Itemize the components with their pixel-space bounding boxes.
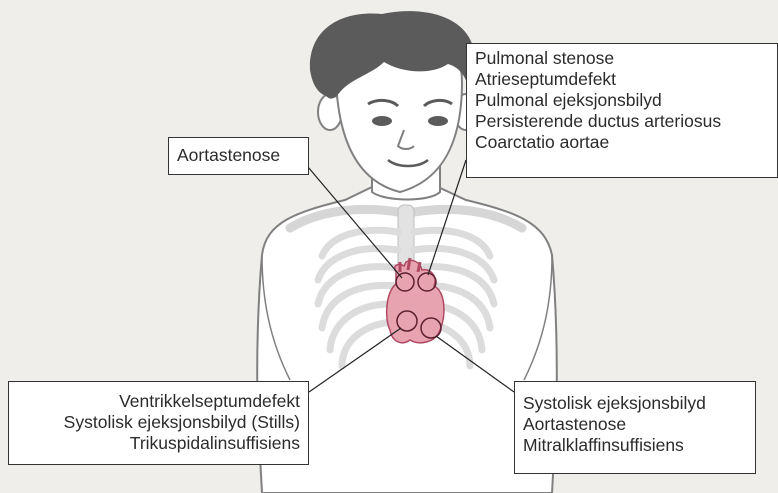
label-line: Pulmonal ejeksjonsbilyd — [475, 90, 769, 111]
label-box-pulmonal: Pulmonal stenose Atrieseptumdefekt Pulmo… — [466, 43, 778, 178]
label-line: Mitralklaffinsuffisiens — [523, 435, 747, 456]
right-eye — [428, 116, 448, 126]
label-box-aortastenose: Aortastenose — [168, 137, 309, 175]
label-line: Coarctatio aortae — [475, 132, 769, 153]
label-line: Systolisk ejeksjonsbilyd — [523, 393, 747, 414]
label-line: Systolisk ejeksjonsbilyd (Stills) — [17, 412, 300, 433]
label-line: Ventrikkelseptumdefekt — [17, 391, 300, 412]
label-box-ventrikkel: Ventrikkelseptumdefekt Systolisk ejeksjo… — [8, 381, 309, 465]
label-line: Atrieseptumdefekt — [475, 69, 769, 90]
label-line: Aortastenose — [523, 414, 747, 435]
label-line: Trikuspidalinsuffisiens — [17, 433, 300, 454]
left-eye — [372, 116, 392, 126]
label-line: Pulmonal stenose — [475, 48, 769, 69]
label-line: Persisterende ductus arteriosus — [475, 111, 769, 132]
label-box-mitral: Systolisk ejeksjonsbilyd Aortastenose Mi… — [514, 381, 756, 474]
label-line: Aortastenose — [177, 145, 300, 166]
